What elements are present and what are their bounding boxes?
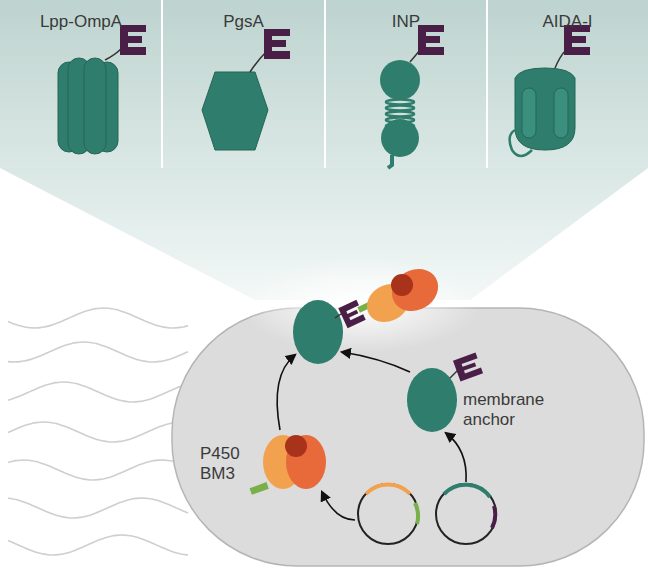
panel: AIDA-I [487,0,648,168]
panel-band [0,0,648,168]
panel: PgsA [162,0,325,168]
glow [240,257,480,353]
panel: Lpp-OmpA [0,0,162,168]
process-arrows [277,352,466,520]
panel: INP [325,0,487,168]
binder-symbol [418,25,444,55]
panel-title: INP [325,0,487,32]
panel-title: PgsA [162,0,325,32]
aida-i-symbol [515,68,575,150]
panel-title: Lpp-OmpA [0,0,162,32]
panel-title: AIDA-I [487,0,648,32]
lpp-ompa-symbol [58,58,118,154]
inp-symbol [380,60,420,168]
binder-symbol [120,25,146,55]
binder-symbol [264,29,290,59]
surface-complex [293,261,446,364]
panel-dividers [162,0,487,168]
part-label: P450 BM3 [200,444,256,483]
p450-enzyme [250,435,326,495]
pgsa-symbol [202,72,268,150]
plasmids [358,484,496,544]
flagella [8,308,188,555]
part-label: membrane anchor [463,390,559,429]
